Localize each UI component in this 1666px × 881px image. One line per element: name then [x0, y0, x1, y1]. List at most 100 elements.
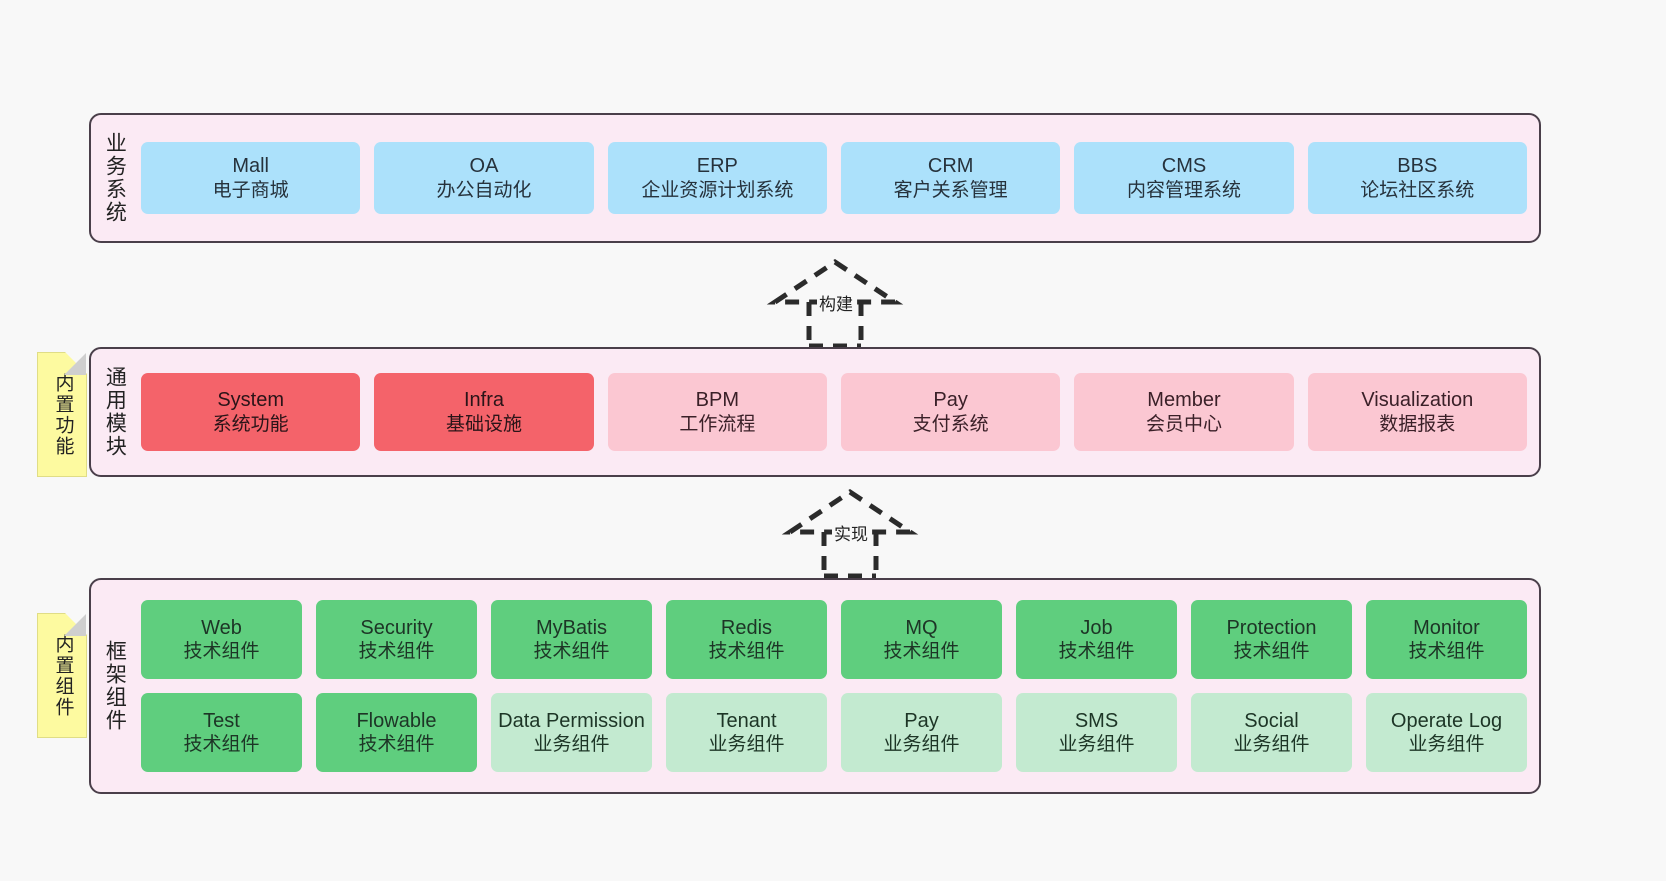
card-pay-module-desc: 支付系统 — [912, 413, 989, 435]
note-builtin-component-text: 内置组件 — [52, 633, 74, 718]
card-protection[interactable]: Protection 技术组件 — [1191, 600, 1352, 679]
connector-stem-icon — [821, 532, 879, 579]
card-visualization-desc: 数据报表 — [1379, 413, 1456, 435]
card-job[interactable]: Job 技术组件 — [1016, 600, 1177, 679]
layer-business-systems-body: Mall 电子商城 OA 办公自动化 ERP 企业资源计划系统 CRM 客户关系… — [137, 115, 1539, 241]
card-web[interactable]: Web 技术组件 — [141, 600, 302, 679]
card-sms-name: SMS — [1074, 709, 1119, 732]
card-tenant-name: Tenant — [716, 709, 777, 732]
layer-business-systems-title: 业务系统 — [103, 132, 127, 224]
card-pay-component-desc: 业务组件 — [883, 734, 960, 756]
card-visualization-name: Visualization — [1361, 389, 1474, 412]
card-mq[interactable]: MQ 技术组件 — [841, 600, 1002, 679]
card-security-name: Security — [360, 616, 433, 639]
card-sms[interactable]: SMS 业务组件 — [1016, 693, 1177, 772]
card-bbs-name: BBS — [1397, 155, 1438, 178]
card-cms-desc: 内容管理系统 — [1126, 179, 1241, 201]
card-member[interactable]: Member 会员中心 — [1074, 373, 1294, 451]
card-crm[interactable]: CRM 客户关系管理 — [840, 142, 1061, 214]
note-builtin-component: 内置组件 — [37, 613, 87, 738]
card-social-desc: 业务组件 — [1233, 734, 1310, 756]
card-pay-module-name: Pay — [933, 389, 968, 412]
card-bpm-name: BPM — [695, 389, 739, 412]
card-system-name: System — [217, 389, 284, 412]
card-protection-name: Protection — [1226, 616, 1317, 639]
card-job-name: Job — [1080, 616, 1113, 639]
card-sms-desc: 业务组件 — [1058, 734, 1135, 756]
card-infra[interactable]: Infra 基础设施 — [374, 373, 594, 451]
card-web-name: Web — [201, 616, 242, 639]
layer-common-modules: 通用模块 System 系统功能 Infra 基础设施 BPM 工作流程 Pay… — [89, 347, 1541, 477]
card-operate-log[interactable]: Operate Log 业务组件 — [1366, 693, 1527, 772]
card-crm-name: CRM — [927, 155, 974, 178]
common-card-row: System 系统功能 Infra 基础设施 BPM 工作流程 Pay 支付系统… — [141, 373, 1527, 451]
card-erp-desc: 企业资源计划系统 — [641, 179, 794, 201]
card-cms[interactable]: CMS 内容管理系统 — [1074, 142, 1294, 214]
connector-implement: 实现 — [760, 488, 940, 579]
card-pay-module[interactable]: Pay 支付系统 — [840, 373, 1061, 451]
card-flowable-desc: 技术组件 — [358, 734, 435, 756]
card-visualization[interactable]: Visualization 数据报表 — [1307, 373, 1527, 451]
card-data-permission-name: Data Permission — [498, 709, 645, 732]
card-system-desc: 系统功能 — [212, 413, 289, 435]
card-infra-desc: 基础设施 — [445, 413, 522, 435]
card-protection-desc: 技术组件 — [1233, 641, 1310, 663]
card-oa-desc: 办公自动化 — [436, 179, 532, 201]
card-test-name: Test — [203, 709, 240, 732]
card-security[interactable]: Security 技术组件 — [316, 600, 477, 679]
business-card-row: Mall 电子商城 OA 办公自动化 ERP 企业资源计划系统 CRM 客户关系… — [141, 142, 1527, 214]
card-bpm-desc: 工作流程 — [679, 413, 756, 435]
card-redis-desc: 技术组件 — [708, 641, 785, 663]
card-member-name: Member — [1147, 389, 1221, 412]
card-operate-log-name: Operate Log — [1390, 709, 1503, 732]
card-redis[interactable]: Redis 技术组件 — [666, 600, 827, 679]
card-bbs-desc: 论坛社区系统 — [1360, 179, 1475, 201]
card-test-desc: 技术组件 — [183, 734, 260, 756]
card-flowable-name: Flowable — [356, 709, 437, 732]
card-test[interactable]: Test 技术组件 — [141, 693, 302, 772]
card-monitor[interactable]: Monitor 技术组件 — [1366, 600, 1527, 679]
card-mybatis[interactable]: MyBatis 技术组件 — [491, 600, 652, 679]
card-mall[interactable]: Mall 电子商城 — [141, 142, 361, 214]
framework-card-row-2: Test 技术组件 Flowable 技术组件 Data Permission … — [141, 693, 1527, 772]
card-tenant[interactable]: Tenant 业务组件 — [666, 693, 827, 772]
card-security-desc: 技术组件 — [358, 641, 435, 663]
card-oa-name: OA — [469, 155, 499, 178]
card-data-permission[interactable]: Data Permission 业务组件 — [491, 693, 652, 772]
layer-framework-components: 框架组件 Web 技术组件 Security 技术组件 MyBatis 技术组件… — [89, 578, 1541, 794]
card-cms-name: CMS — [1161, 155, 1207, 178]
card-monitor-desc: 技术组件 — [1408, 641, 1485, 663]
card-erp-name: ERP — [696, 155, 738, 178]
card-erp[interactable]: ERP 企业资源计划系统 — [607, 142, 827, 214]
layer-common-modules-body: System 系统功能 Infra 基础设施 BPM 工作流程 Pay 支付系统… — [137, 349, 1539, 475]
note-builtin-function: 内置功能 — [37, 352, 87, 477]
card-mall-desc: 电子商城 — [212, 179, 289, 201]
card-bbs[interactable]: BBS 论坛社区系统 — [1307, 142, 1527, 214]
layer-framework-components-title: 框架组件 — [103, 640, 127, 732]
card-monitor-name: Monitor — [1413, 616, 1480, 639]
card-redis-name: Redis — [720, 616, 773, 639]
card-pay-component-name: Pay — [904, 709, 939, 732]
card-job-desc: 技术组件 — [1058, 641, 1135, 663]
card-system[interactable]: System 系统功能 — [141, 373, 361, 451]
card-mq-desc: 技术组件 — [883, 641, 960, 663]
note-builtin-function-text: 内置功能 — [52, 372, 74, 457]
card-mybatis-desc: 技术组件 — [533, 641, 610, 663]
card-social[interactable]: Social 业务组件 — [1191, 693, 1352, 772]
connector-implement-label: 实现 — [832, 520, 870, 545]
card-data-permission-desc: 业务组件 — [533, 734, 610, 756]
layer-business-systems: 业务系统 Mall 电子商城 OA 办公自动化 ERP 企业资源计划系统 CRM… — [89, 113, 1541, 243]
card-flowable[interactable]: Flowable 技术组件 — [316, 693, 477, 772]
card-social-name: Social — [1244, 709, 1299, 732]
connector-stem-icon — [806, 302, 864, 349]
card-mybatis-name: MyBatis — [535, 616, 608, 639]
card-pay-component[interactable]: Pay 业务组件 — [841, 693, 1002, 772]
card-tenant-desc: 业务组件 — [708, 734, 785, 756]
connector-build-label: 构建 — [817, 290, 855, 315]
layer-common-modules-title: 通用模块 — [103, 366, 127, 458]
card-bpm[interactable]: BPM 工作流程 — [607, 373, 827, 451]
connector-build: 构建 — [745, 258, 925, 349]
card-member-desc: 会员中心 — [1145, 413, 1222, 435]
card-operate-log-desc: 业务组件 — [1408, 734, 1485, 756]
card-oa[interactable]: OA 办公自动化 — [374, 142, 594, 214]
